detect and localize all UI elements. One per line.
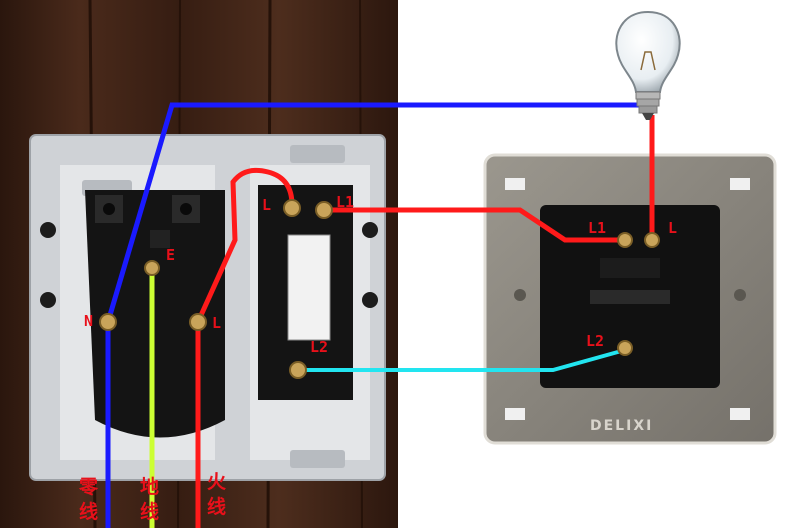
label-switch1-l1: L1: [336, 193, 354, 211]
brand-mark: DELIXI: [590, 418, 653, 434]
label-neutral-wire-1: 零: [78, 476, 99, 498]
label-switch1-l: L: [262, 196, 271, 214]
label-earth-wire-1: 地: [140, 475, 159, 498]
wire-labels: 零 线 地 线 火 线: [78, 471, 227, 523]
label-live-wire-1: 火: [207, 471, 227, 493]
label-switch2-l2: L2: [586, 332, 604, 350]
wall-socket-switch-panel: [29, 134, 386, 481]
label-socket-earth: E: [166, 246, 175, 264]
neutral-wire: [105, 102, 645, 528]
label-switch1-l2: L2: [310, 338, 328, 356]
l1-traveler-wire: [324, 207, 625, 243]
label-neutral-wire-2: 线: [79, 500, 98, 523]
label-switch2-l1: L1: [588, 219, 606, 237]
label-socket-live: L: [212, 314, 221, 332]
wires: [105, 102, 655, 528]
live-wire: [195, 167, 295, 528]
label-socket-neutral: N: [84, 312, 93, 330]
two-way-switch-panel: DELIXI: [483, 153, 777, 445]
label-earth-wire-2: 线: [140, 500, 159, 523]
light-bulb-icon: [615, 10, 681, 120]
terminals: [99, 199, 660, 379]
terminal-labels: N E L L L1 L2 L1 L L2: [84, 193, 677, 356]
l2-traveler-wire: [298, 348, 626, 372]
label-live-wire-2: 线: [207, 495, 226, 518]
label-switch2-l: L: [668, 219, 677, 237]
